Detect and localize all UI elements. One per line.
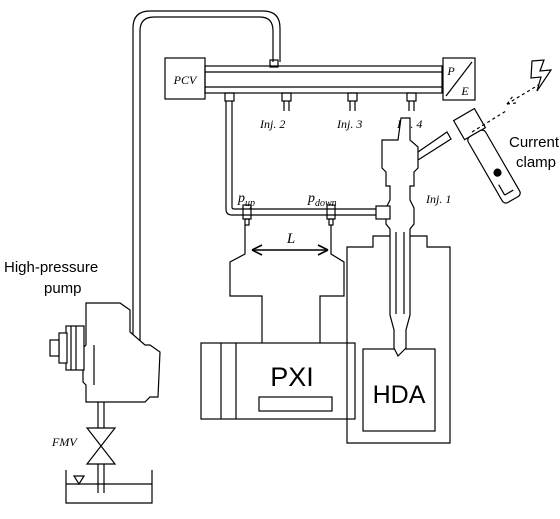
tank-level-icon [72, 475, 86, 486]
injector-1 [375, 117, 452, 358]
length-dimension [251, 244, 329, 256]
fuel-tank [65, 470, 153, 504]
length-label: L [286, 231, 295, 247]
pxi-stand [229, 225, 345, 343]
pump-label-line2: pump [44, 280, 82, 297]
inj2-label: Inj. 2 [259, 117, 285, 131]
rail-ports [224, 92, 417, 111]
supply-pipe [132, 10, 281, 345]
pressure-transducer-up [242, 204, 252, 226]
lightning-icon [530, 59, 553, 92]
high-pressure-pump [49, 302, 161, 403]
inj3-label: Inj. 3 [336, 117, 362, 131]
feed-line [97, 402, 105, 493]
signal-wire [471, 110, 507, 133]
pcv-valve: PCV [164, 57, 206, 100]
pe-top-label: P [446, 64, 455, 78]
hda-bench: HDA [346, 235, 451, 444]
current-label-line1: Current [509, 134, 560, 151]
inj1-label: Inj. 1 [425, 192, 451, 206]
pcv-label: PCV [173, 73, 198, 87]
injector-pipe [225, 101, 384, 216]
p-down-label: pdown [307, 191, 337, 209]
pe-bottom-label: E [460, 84, 469, 98]
valve-icon [85, 427, 117, 465]
common-rail [204, 65, 443, 94]
current-clamp-icon [452, 107, 521, 204]
pxi-chassis: PXI [200, 342, 356, 420]
signal-arrow [506, 83, 541, 105]
rail-inlet-fitting [269, 59, 279, 68]
pxi-label: PXI [270, 362, 314, 392]
pump-label-line1: High-pressure [4, 259, 98, 276]
pressure-sensor-pe: P E [442, 57, 476, 101]
fmv-label: FMV [51, 435, 78, 449]
current-label-line2: clamp [516, 154, 556, 171]
p-up-label: pup [237, 191, 255, 209]
hda-label: HDA [373, 381, 426, 409]
